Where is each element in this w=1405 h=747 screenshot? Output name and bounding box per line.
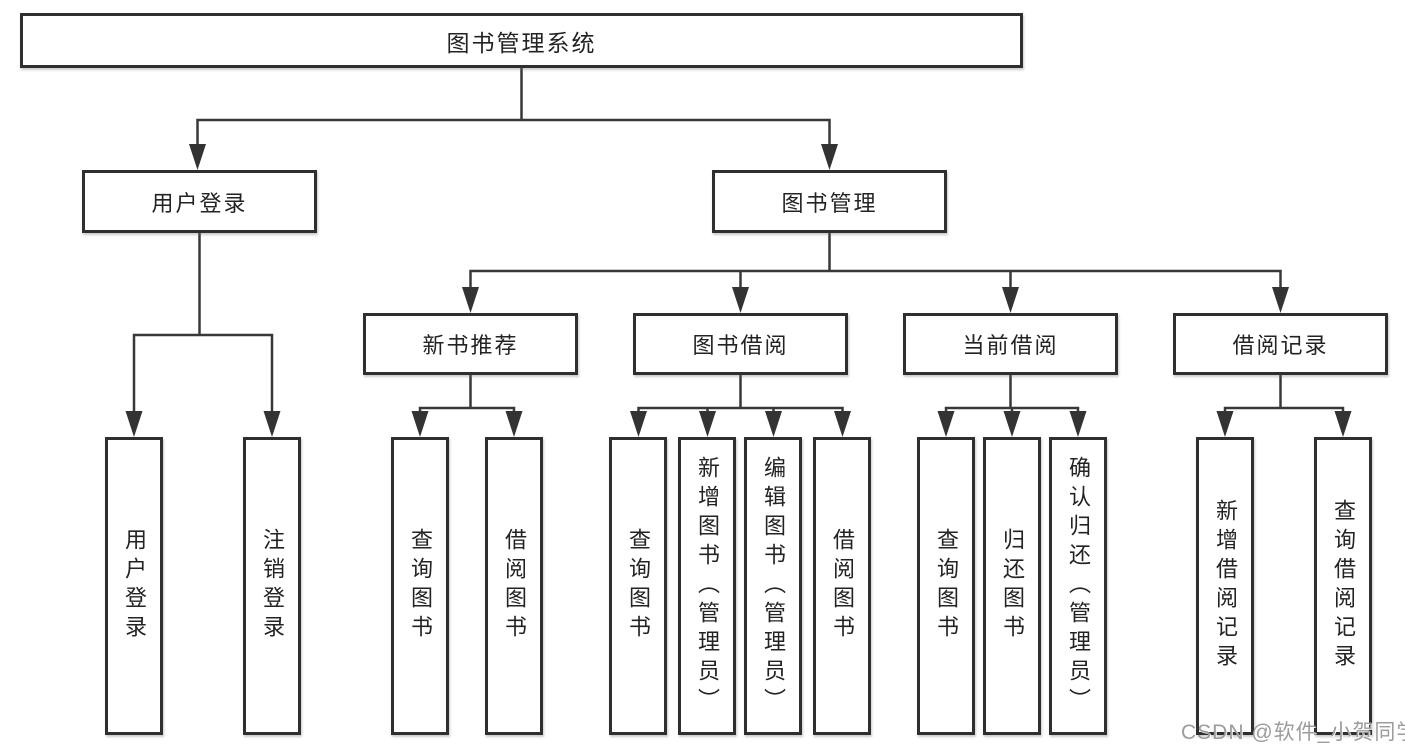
leaf-add-books-admin: 新增图书（管理员） <box>678 437 736 735</box>
leaf-label: 归还图书 <box>1000 528 1025 644</box>
leaf-add-borrow-record: 新增借阅记录 <box>1196 437 1254 735</box>
node-label: 借阅记录 <box>1232 333 1329 358</box>
leaf-borrow-books-newbook: 借阅图书 <box>485 437 543 735</box>
node-label: 图书借阅 <box>692 333 789 358</box>
leaf-label: 借阅图书 <box>502 528 527 644</box>
leaf-query-books-current: 查询图书 <box>917 437 975 735</box>
node-new-book-recommendation: 新书推荐 <box>363 313 578 375</box>
node-label: 图书管理 <box>781 190 878 216</box>
leaf-logout: 注销登录 <box>243 437 301 735</box>
leaf-confirm-return-admin: 确认归还（管理员） <box>1049 437 1107 735</box>
leaf-query-borrow-record: 查询借阅记录 <box>1314 437 1372 735</box>
leaf-user-login: 用户登录 <box>105 437 163 735</box>
leaf-query-books-newbook: 查询图书 <box>391 437 449 735</box>
leaf-label: 新增图书（管理员） <box>695 455 720 717</box>
leaf-label: 确认归还（管理员） <box>1066 455 1091 717</box>
leaf-label: 注销登录 <box>260 528 285 644</box>
node-library-system: 图书管理系统 <box>20 13 1023 68</box>
leaf-edit-books-admin: 编辑图书（管理员） <box>744 437 802 735</box>
node-book-borrowing: 图书借阅 <box>633 313 848 375</box>
node-borrowing-records: 借阅记录 <box>1173 313 1388 375</box>
leaf-label: 借阅图书 <box>830 528 855 644</box>
leaf-label: 查询借阅记录 <box>1331 499 1356 673</box>
leaf-label: 查询图书 <box>626 528 651 644</box>
node-label: 图书管理系统 <box>446 29 597 56</box>
leaf-label: 新增借阅记录 <box>1213 499 1238 673</box>
node-book-management: 图书管理 <box>712 170 947 233</box>
node-label: 用户登录 <box>151 190 248 216</box>
node-label: 当前借阅 <box>962 333 1059 358</box>
node-current-borrowing: 当前借阅 <box>903 313 1118 375</box>
leaf-query-books-borrow: 查询图书 <box>609 437 667 735</box>
leaf-label: 用户登录 <box>122 528 147 644</box>
node-user-login: 用户登录 <box>82 170 317 233</box>
leaf-return-books: 归还图书 <box>983 437 1041 735</box>
leaf-label: 查询图书 <box>934 528 959 644</box>
csdn-watermark: CSDN @软件_小贺同学 <box>1181 721 1405 744</box>
node-label: 新书推荐 <box>422 333 519 358</box>
leaf-label: 编辑图书（管理员） <box>761 455 786 717</box>
leaf-borrow-books: 借阅图书 <box>813 437 871 735</box>
leaf-label: 查询图书 <box>408 528 433 644</box>
